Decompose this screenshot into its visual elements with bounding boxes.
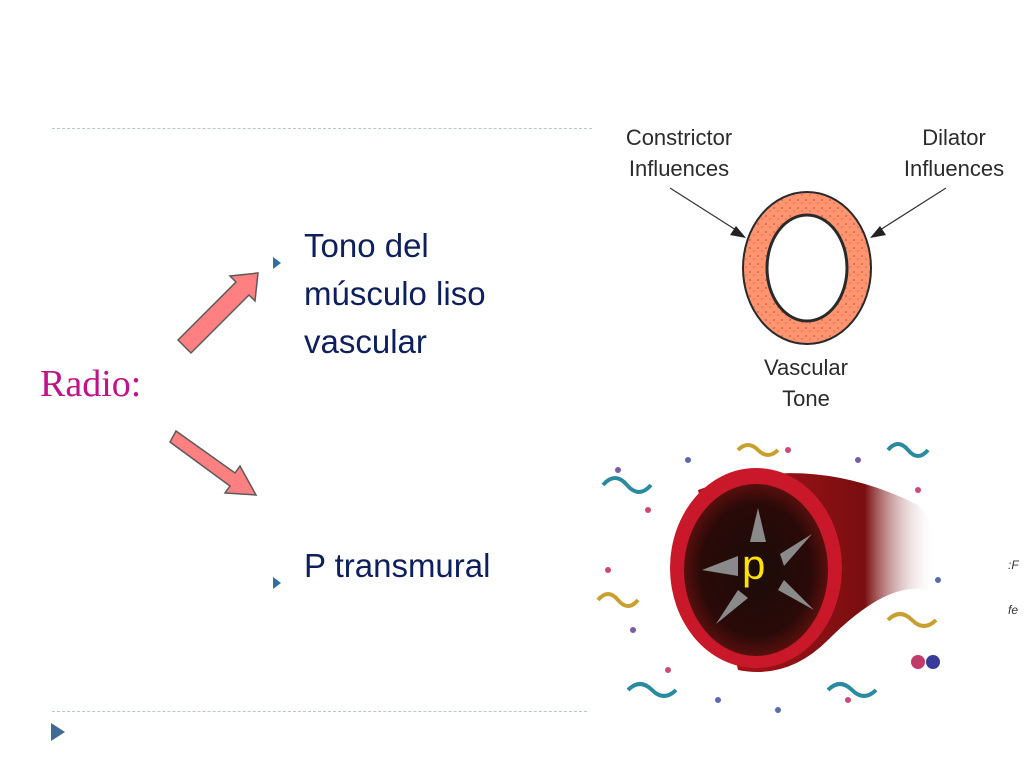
bullet-item-tone: Tono del músculo liso vascular bbox=[272, 222, 562, 366]
constrictor-label: Constrictor Influences bbox=[625, 125, 733, 181]
arrow-up-right-icon bbox=[176, 272, 259, 355]
cropped-text-fragment: fe bbox=[1008, 603, 1019, 617]
pressure-arrows bbox=[702, 508, 814, 624]
vascular-tone-diagram: Constrictor Influences Dilator Influence… bbox=[596, 118, 1024, 418]
bullet-text: P transmural bbox=[304, 547, 491, 584]
bullet-triangle-icon bbox=[272, 222, 304, 283]
dilator-arrowhead-icon bbox=[870, 226, 886, 238]
constrictor-pointer bbox=[669, 187, 737, 231]
dilator-label: Dilator Influences bbox=[903, 125, 1005, 181]
bullet-item-pressure: P transmural bbox=[272, 542, 562, 603]
protein-ribbons bbox=[596, 442, 938, 698]
molecule-dots bbox=[605, 447, 941, 713]
vessel-lumen bbox=[765, 213, 849, 323]
radio-label: Radio: bbox=[40, 363, 142, 405]
slide-nav-triangle-icon[interactable] bbox=[50, 722, 66, 742]
branch-arrows bbox=[169, 272, 259, 496]
cropped-text-fragment: :F bbox=[1008, 558, 1019, 572]
dilator-pointer bbox=[879, 187, 947, 231]
blood-vessel-illustration bbox=[588, 430, 956, 720]
top-divider bbox=[52, 128, 592, 129]
vessel-interior bbox=[684, 484, 828, 656]
vascular-tone-label: Vascular Tone bbox=[764, 355, 848, 411]
bottom-divider bbox=[52, 711, 592, 712]
arrow-down-right-icon bbox=[169, 429, 258, 496]
bullet-text: Tono del músculo liso vascular bbox=[304, 227, 486, 360]
bullet-triangle-icon bbox=[272, 542, 304, 603]
constrictor-arrowhead-icon bbox=[730, 226, 746, 238]
pressure-label: p bbox=[742, 541, 766, 588]
